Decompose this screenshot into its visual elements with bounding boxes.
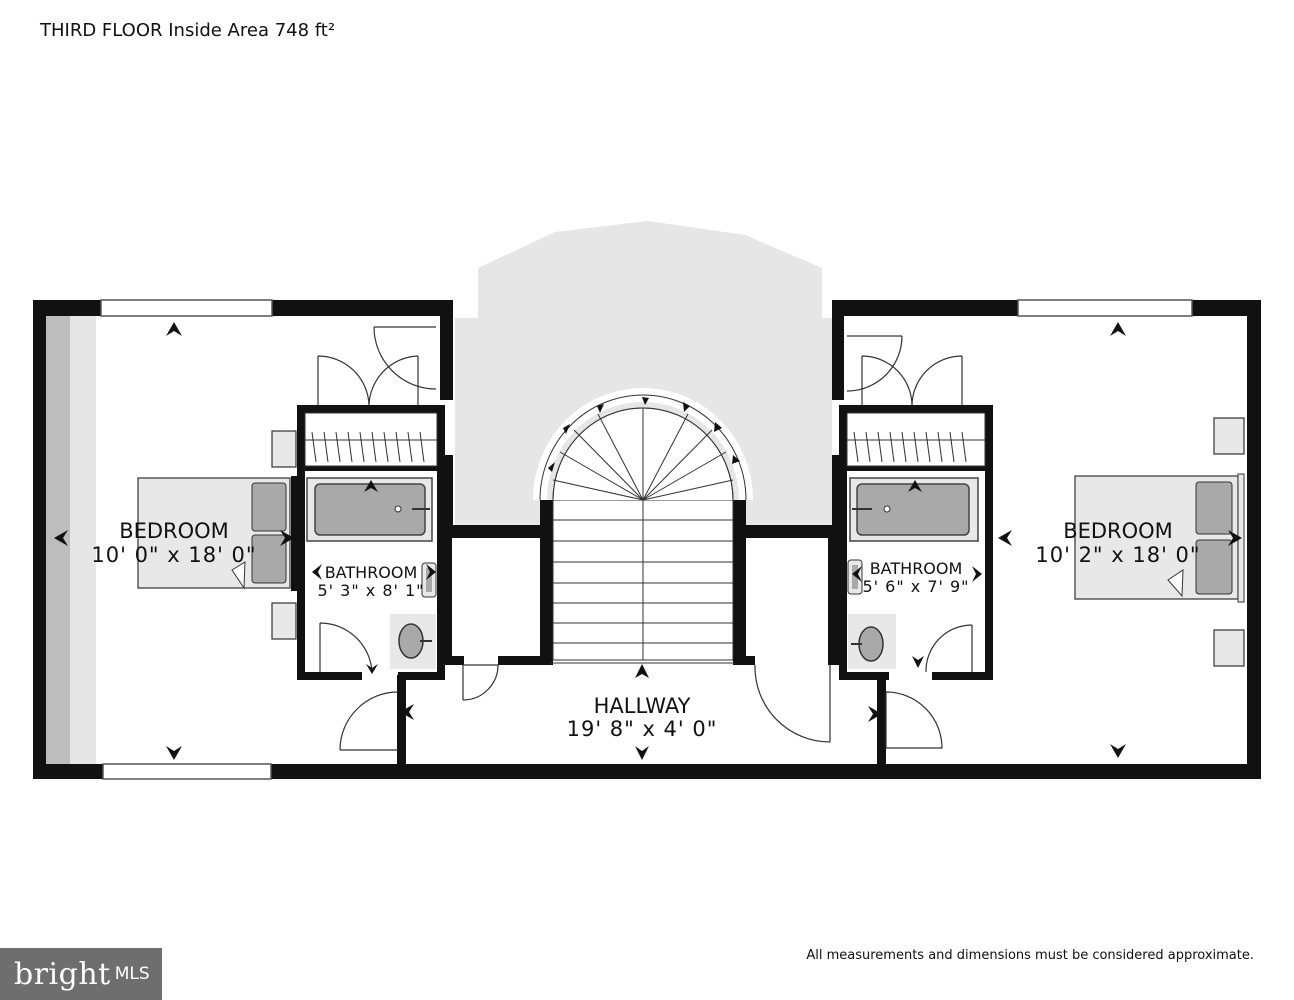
stair-walls — [440, 500, 841, 665]
hallway-name: HALLWAY — [594, 694, 691, 718]
bedroom-left-dims: 10' 0" x 18' 0" — [91, 543, 256, 567]
exterior-walls — [33, 300, 1261, 779]
bright-mls-logo: bright MLS — [0, 948, 162, 1000]
staircase — [533, 388, 753, 664]
bathroom-left-dims: 5' 3" x 8' 1" — [317, 581, 424, 600]
closet-doors — [317, 326, 963, 406]
room-doors — [319, 622, 973, 751]
windows — [100, 299, 1193, 780]
sink-left — [390, 614, 436, 669]
nightstands — [271, 417, 1245, 667]
right-interior-walls — [832, 405, 993, 765]
closet-hangers — [311, 431, 967, 463]
floor-title: THIRD FLOOR Inside Area 748 ft² — [40, 20, 336, 41]
bedroom-right-name: BEDROOM — [1063, 519, 1173, 543]
direction-arrows — [54, 322, 1242, 760]
tub-right — [849, 477, 979, 542]
sink-right — [848, 614, 896, 669]
hallway-dims: 19' 8" x 4' 0" — [567, 717, 718, 741]
bedroom-left-name: BEDROOM — [119, 519, 229, 543]
window-band-left-light — [70, 316, 96, 764]
bed-left — [137, 477, 291, 590]
logo-mls: MLS — [114, 964, 150, 984]
bedroom-right-dims: 10' 2" x 18' 0" — [1035, 543, 1200, 567]
toilet-right — [847, 559, 863, 595]
logo-brand: bright — [14, 956, 111, 992]
bathroom-right-dims: 5' 6" x 7' 9" — [862, 577, 969, 596]
bathroom-left-name: BATHROOM — [325, 563, 418, 582]
bathroom-right-name: BATHROOM — [870, 559, 963, 578]
disclaimer-text: All measurements and dimensions must be … — [806, 948, 1254, 963]
